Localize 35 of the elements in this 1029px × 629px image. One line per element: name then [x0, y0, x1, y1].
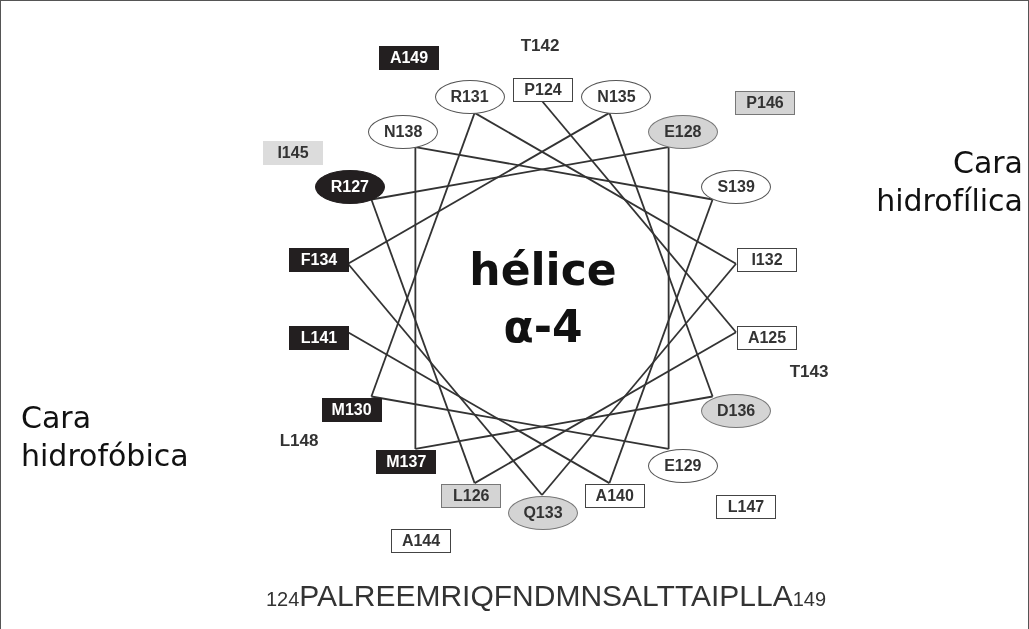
residue-box: P124	[513, 78, 573, 102]
residue-box: A144	[391, 529, 451, 553]
residue-oval: S139	[701, 170, 772, 205]
residue-label: T142	[519, 35, 561, 57]
residue-oval: R127	[314, 170, 385, 205]
helix-line	[413, 395, 713, 450]
residue-oval: N138	[368, 115, 439, 150]
face-label: Cara hidrofóbica	[21, 399, 190, 474]
residue-box: A125	[737, 326, 797, 351]
helix-line	[370, 198, 475, 484]
residue-box: L147	[716, 495, 776, 519]
residue-box: F134	[289, 247, 349, 272]
residue-oval: E128	[647, 115, 718, 150]
residue-box: L126	[441, 484, 502, 509]
residue-box: I145	[263, 141, 323, 165]
helix-line	[608, 198, 713, 484]
helix-line	[370, 395, 670, 450]
residue-label: L148	[278, 430, 320, 452]
residue-box: P146	[735, 91, 795, 115]
residue-oval: Q133	[508, 496, 578, 530]
residue-label: T143	[788, 361, 830, 383]
face-label: Cara hidrofílica	[875, 144, 1023, 219]
residue-oval: D136	[701, 393, 772, 428]
residue-box: A149	[379, 46, 439, 70]
residue-oval: R131	[434, 80, 505, 115]
helix-line	[473, 330, 737, 484]
helix-title: hélice α-4	[468, 243, 618, 355]
residue-box: L141	[289, 326, 349, 351]
residue-box: I132	[737, 247, 797, 272]
residue-box: M137	[376, 449, 437, 474]
residue-box: M130	[321, 397, 382, 422]
residue-oval: N135	[581, 80, 652, 115]
residue-oval: E129	[647, 448, 718, 483]
residue-box: A140	[584, 484, 645, 509]
helix-line	[540, 262, 737, 496]
